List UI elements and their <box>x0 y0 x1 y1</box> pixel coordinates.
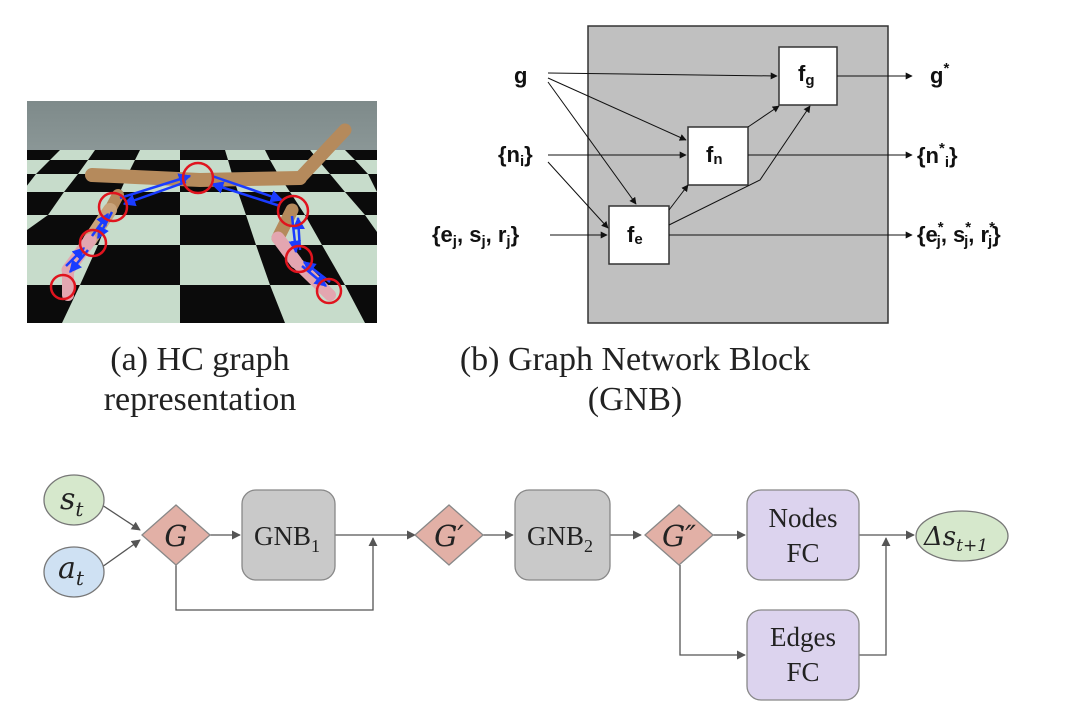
action-label: at <box>58 551 85 590</box>
output-g: g* <box>930 60 949 88</box>
gnb2-block <box>514 489 611 581</box>
input-edges: {ej, sj, rj} <box>432 222 520 250</box>
output-delta-label: Δst+1 <box>923 522 988 556</box>
caption-a-line1: (a) HC graph <box>110 341 289 378</box>
gnb2-label: GNB2 <box>527 521 593 556</box>
node-back-foot <box>49 273 77 301</box>
edges-fc-block <box>746 609 860 701</box>
node-torso <box>181 161 215 195</box>
state-input-node <box>43 474 105 526</box>
edges-fc-label-line1: Edges <box>770 622 836 652</box>
nodes-fc-label-line1: Nodes <box>769 503 838 533</box>
node-back-shin <box>78 228 108 258</box>
pipeline-arrows <box>101 504 915 660</box>
fn-box <box>687 126 749 186</box>
fe-label: fe <box>627 222 643 248</box>
graph-g-prime-label: G′ <box>434 519 464 553</box>
fg-label: fg <box>798 61 815 89</box>
node-front-thigh <box>276 194 310 228</box>
graph-nodes <box>49 161 343 305</box>
graph-g-prime-node <box>414 504 484 566</box>
graph-g-node <box>141 504 211 566</box>
edges-fc-label-line2: FC <box>786 657 819 687</box>
pipeline-diagram: st at G GNB1 G′ GNB2 G″ Nodes FC Edges F… <box>43 474 1009 701</box>
fg-box <box>778 46 838 106</box>
node-front-shin <box>284 244 314 274</box>
gnb1-label: GNB1 <box>254 521 320 556</box>
graph-g-double-prime-node <box>644 504 714 566</box>
fn-label: fn <box>706 142 723 168</box>
caption-b-line1: (b) Graph Network Block <box>460 341 810 378</box>
output-delta-node <box>915 510 1009 562</box>
caption-a-line2: representation <box>104 381 297 418</box>
nodes-fc-label-line2: FC <box>786 538 819 568</box>
fe-box <box>608 205 670 265</box>
output-edges: {e*j, s*j, r*j} <box>917 219 1001 250</box>
node-back-thigh <box>97 191 129 223</box>
graph-g-label: G <box>164 519 187 553</box>
gnb-diagram: fg fn fe g {ni} {ej, sj, rj} g* {n*i} {e… <box>432 25 1001 324</box>
gnb1-block <box>241 489 336 581</box>
action-input-node <box>43 546 105 598</box>
hc-graph-image <box>27 101 377 323</box>
input-g: g <box>514 63 527 88</box>
nodes-fc-block <box>746 489 860 581</box>
graph-g-double-prime-label: G″ <box>662 519 696 553</box>
gnb-arrows <box>547 72 913 239</box>
input-nodes: {ni} <box>498 142 533 170</box>
caption-b-line2: (GNB) <box>588 381 682 418</box>
output-nodes: {n*i} <box>917 140 958 171</box>
state-label: st <box>60 482 84 521</box>
node-front-foot <box>315 277 343 305</box>
